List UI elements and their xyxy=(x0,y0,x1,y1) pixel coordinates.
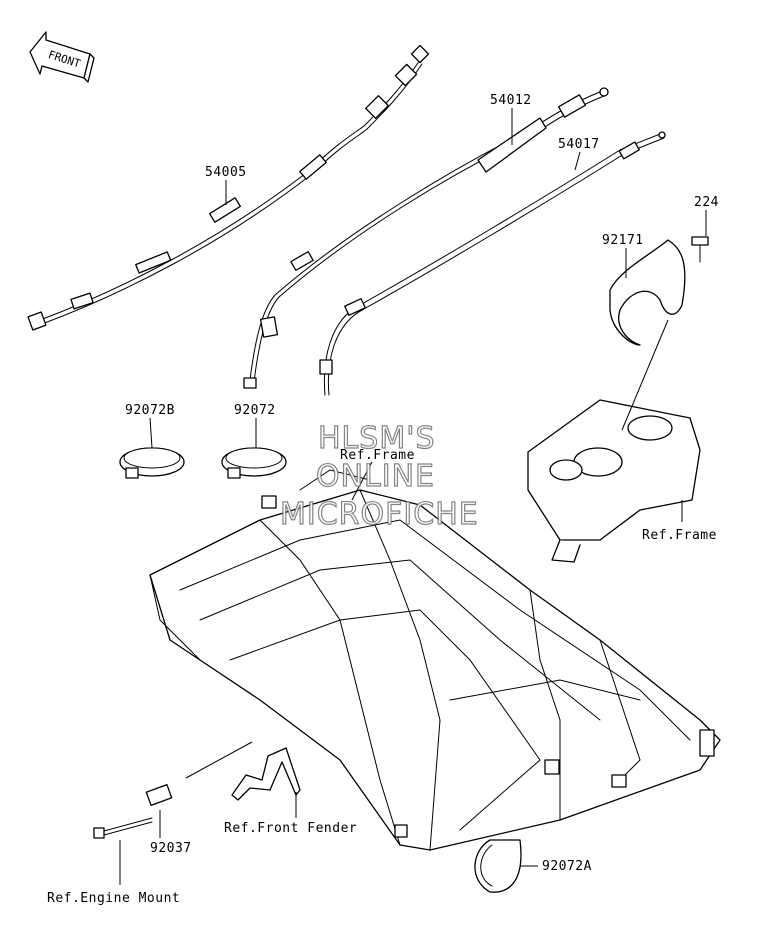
watermark-line3: MICROFICHE xyxy=(280,497,479,532)
callout-54012[interactable]: 54012 xyxy=(490,93,532,108)
callout-92171[interactable]: 92171 xyxy=(602,233,644,248)
cable-54012[interactable] xyxy=(243,87,609,389)
callout-92072[interactable]: 92072 xyxy=(234,403,276,418)
callout-ref-engine-mount[interactable]: Ref.Engine Mount xyxy=(47,891,180,906)
steering-bracket xyxy=(527,399,701,563)
callout-224[interactable]: 224 xyxy=(694,195,719,210)
bolt-engine-mount[interactable] xyxy=(93,817,153,839)
clamp-92072[interactable] xyxy=(221,447,287,479)
callout-92072A[interactable]: 92072A xyxy=(542,859,592,874)
callout-92037[interactable]: 92037 xyxy=(150,841,192,856)
watermark-line2: ONLINE xyxy=(316,459,435,494)
clamp-92072B[interactable] xyxy=(119,447,185,479)
callout-54005[interactable]: 54005 xyxy=(205,165,247,180)
callout-92072B[interactable]: 92072B xyxy=(125,403,175,418)
plate-92037[interactable] xyxy=(145,784,173,806)
watermark-line1: HLSM'S xyxy=(318,421,436,456)
atv-frame xyxy=(149,469,721,851)
callout-54017[interactable]: 54017 xyxy=(558,137,600,152)
leader-lines xyxy=(119,108,707,885)
cable-54005[interactable] xyxy=(27,44,430,331)
bracket-92171[interactable] xyxy=(609,239,686,346)
watermark: HLSM'S ONLINE MICROFICHE xyxy=(279,420,479,532)
front-arrow-icon: FRONT xyxy=(29,31,95,83)
callout-ref-frame-top[interactable]: Ref.Frame xyxy=(340,448,415,463)
front-fender-bracket[interactable] xyxy=(231,747,301,801)
cable-54017[interactable] xyxy=(319,131,666,396)
callout-ref-front-fender[interactable]: Ref.Front Fender xyxy=(224,821,357,836)
clamp-92072A[interactable] xyxy=(474,839,522,893)
bolt-224[interactable] xyxy=(691,236,709,263)
callout-ref-frame-right[interactable]: Ref.Frame xyxy=(642,528,717,543)
